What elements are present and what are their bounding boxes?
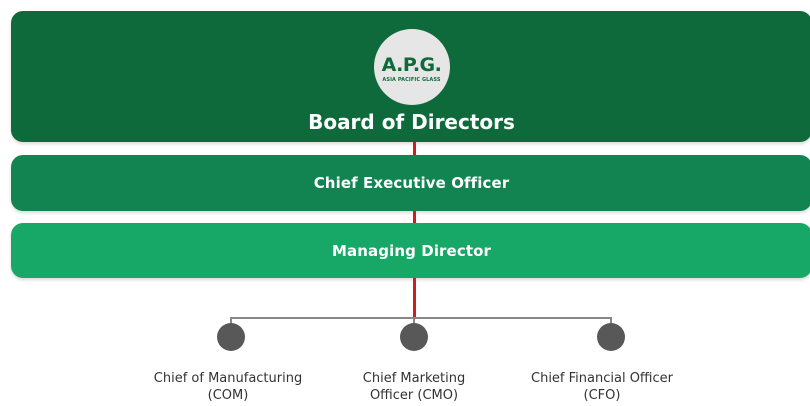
connector-md-officers (413, 278, 416, 317)
officer-label-cmo: Chief Marketing Officer (CMO) (362, 371, 466, 403)
branch-drop-cmo (413, 317, 415, 325)
logo-main-text: A.P.G. (381, 53, 442, 76)
apg-logo: A.P.G. ASIA PACIFIC GLASS (373, 29, 450, 105)
officers-branch-line (231, 317, 611, 319)
connector-board-ceo (413, 142, 416, 155)
officer-node-com (217, 323, 245, 351)
officer-label-com: Chief of Manufacturing (COM) (153, 371, 303, 403)
branch-drop-com (230, 317, 232, 325)
ceo-box: Chief Executive Officer (11, 155, 810, 211)
board-label: Board of Directors (308, 110, 515, 134)
board-of-directors-box: A.P.G. ASIA PACIFIC GLASS Board of Direc… (11, 11, 810, 142)
branch-drop-cfo (610, 317, 612, 325)
officer-label-cfo: Chief Financial Officer (CFO) (531, 371, 673, 403)
md-label: Managing Director (332, 241, 491, 260)
ceo-label: Chief Executive Officer (313, 174, 510, 192)
officer-node-cmo (400, 323, 428, 351)
logo-sub-text: ASIA PACIFIC GLASS (382, 76, 441, 83)
managing-director-box: Managing Director (11, 223, 810, 278)
connector-ceo-md (413, 211, 416, 223)
officer-node-cfo (597, 323, 625, 351)
